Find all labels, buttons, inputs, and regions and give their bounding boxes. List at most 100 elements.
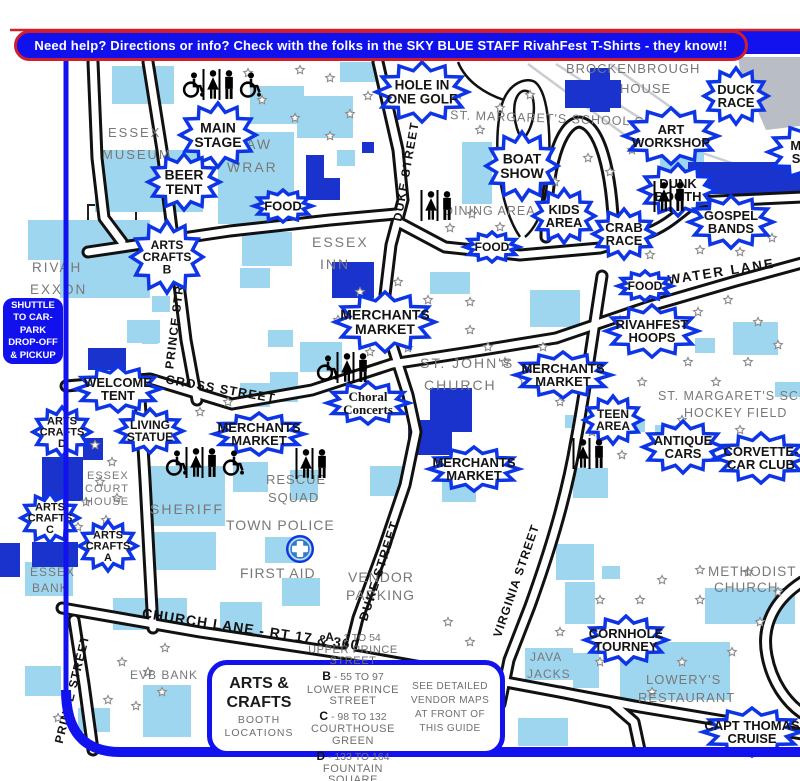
brockenbrough-house-label: BROCKENBROUGH bbox=[566, 61, 700, 76]
cornhole-tourney-label: CORNHOLE bbox=[589, 626, 664, 641]
man-icon bbox=[318, 449, 326, 478]
welcome-tent-label: WELCOME bbox=[84, 375, 152, 390]
building bbox=[573, 653, 599, 688]
main-stage-label: MAIN bbox=[200, 120, 236, 136]
booth-marker bbox=[80, 496, 92, 507]
divider-bar bbox=[572, 438, 575, 469]
restroom-icons bbox=[653, 181, 684, 212]
booth-marker bbox=[289, 112, 301, 123]
building bbox=[573, 468, 608, 498]
woman-icon bbox=[341, 353, 353, 382]
booth-marker bbox=[734, 246, 746, 257]
legend-subtitle: BOOTH LOCATIONS bbox=[224, 714, 294, 740]
duck-race-shape bbox=[700, 65, 772, 127]
booth-marker bbox=[742, 356, 754, 367]
building bbox=[565, 582, 595, 624]
merchants-market-3-label: MERCHANTS bbox=[217, 420, 300, 435]
booth-marker bbox=[52, 712, 64, 723]
main-stage-shape bbox=[176, 100, 260, 170]
brockenbrough-house-label-line2: HOUSE bbox=[620, 81, 671, 96]
hockey-field-label: ST. MARGARET'S SCHOOL bbox=[658, 389, 800, 403]
woman-icon bbox=[658, 182, 670, 211]
food-3-shape bbox=[612, 268, 678, 304]
food-1-shape bbox=[248, 187, 318, 225]
drive-path bbox=[513, 89, 536, 141]
building-highlight bbox=[408, 388, 472, 455]
booth-marker bbox=[116, 656, 128, 667]
corvette-car-club-shape bbox=[710, 430, 800, 486]
booth-marker bbox=[644, 249, 656, 260]
essex-museum-label: ESSEX bbox=[108, 125, 161, 140]
road-fill-virginia-street bbox=[496, 272, 606, 708]
merchants-market-3-label: MARKET bbox=[231, 433, 287, 448]
kids-area-shape bbox=[529, 186, 599, 246]
rivahfest-hoops-label: HOOPS bbox=[629, 330, 676, 345]
arts-crafts-c-label: C bbox=[46, 524, 54, 536]
hole-in-one-golf-label: HOLE IN bbox=[395, 78, 450, 93]
booth-marker bbox=[482, 341, 494, 352]
booth-marker bbox=[102, 694, 114, 705]
arts-crafts-legend: ARTS & CRAFTS BOOTH LOCATIONS A - 1 TO 5… bbox=[207, 630, 505, 781]
methodist-church-label-line2: CHURCH bbox=[714, 580, 779, 595]
magic-show-shape bbox=[763, 125, 800, 179]
arts-crafts-d-label: CRAFTS bbox=[40, 427, 85, 439]
booth-marker bbox=[594, 594, 606, 605]
merchants-market-4-shape bbox=[423, 444, 525, 494]
arts-crafts-b-shape bbox=[127, 217, 207, 297]
art-workshop-label: WORKSHOP bbox=[632, 135, 710, 150]
hole-in-one-golf-label: ONE GOLF bbox=[387, 91, 458, 106]
building bbox=[462, 142, 492, 204]
art-workshop-label: ART bbox=[658, 122, 685, 137]
booth-marker bbox=[694, 244, 706, 255]
building bbox=[430, 272, 470, 294]
booth-marker bbox=[772, 339, 784, 350]
booth-marker bbox=[582, 152, 594, 163]
arts-crafts-c-label: CRAFTS bbox=[28, 513, 73, 525]
vendor-parking-label: VENDOR bbox=[348, 569, 414, 585]
booth-marker bbox=[466, 208, 478, 219]
arts-crafts-d-label: D bbox=[58, 438, 66, 450]
food-2-label: FOOD bbox=[475, 240, 510, 254]
st-johns-church-label: ST. JOHN'S bbox=[420, 355, 514, 371]
duck-race-label: RACE bbox=[718, 95, 755, 110]
essex-inn-label: ESSEX bbox=[312, 234, 369, 250]
man-icon bbox=[208, 448, 216, 477]
booth-marker bbox=[616, 449, 628, 460]
building bbox=[268, 330, 293, 347]
building bbox=[142, 330, 158, 344]
booth-marker bbox=[474, 124, 486, 135]
woman-icon bbox=[190, 448, 202, 477]
starburst-food-3: FOOD bbox=[612, 268, 678, 304]
booth-marker bbox=[324, 130, 336, 141]
building-highlight bbox=[332, 262, 374, 298]
restroom-icons bbox=[182, 69, 261, 100]
booth-marker bbox=[524, 89, 536, 100]
rescue-squad-label-line2: SQUAD bbox=[268, 490, 319, 505]
booth-marker bbox=[324, 72, 336, 83]
wheelchair-icon bbox=[182, 72, 204, 98]
shuttle-sign: SHUTTLE TO CAR- PARK DROP-OFF & PICKUP bbox=[3, 298, 63, 364]
booth-marker bbox=[604, 166, 616, 177]
building bbox=[518, 718, 568, 746]
essex-museum-label-line2: MUSEUM bbox=[102, 147, 172, 162]
magic-show-label: SHOW bbox=[792, 151, 800, 166]
booth-marker bbox=[494, 221, 506, 232]
starburst-magic-show: MAGICSHOW bbox=[763, 125, 800, 179]
essex-court-house-label-line3: HOUSE bbox=[85, 496, 129, 508]
booth-marker bbox=[554, 626, 566, 637]
divider-bar bbox=[218, 69, 221, 100]
building-highlight bbox=[0, 543, 20, 577]
kids-area-label: KIDS bbox=[548, 202, 579, 217]
legend-title: ARTS & CRAFTS bbox=[226, 675, 292, 711]
merchants-market-2-shape bbox=[508, 349, 618, 401]
booth-marker bbox=[710, 376, 722, 387]
methodist-church-label: METHODIST bbox=[708, 564, 797, 579]
sheriff-label: SHERIFF bbox=[150, 501, 224, 517]
